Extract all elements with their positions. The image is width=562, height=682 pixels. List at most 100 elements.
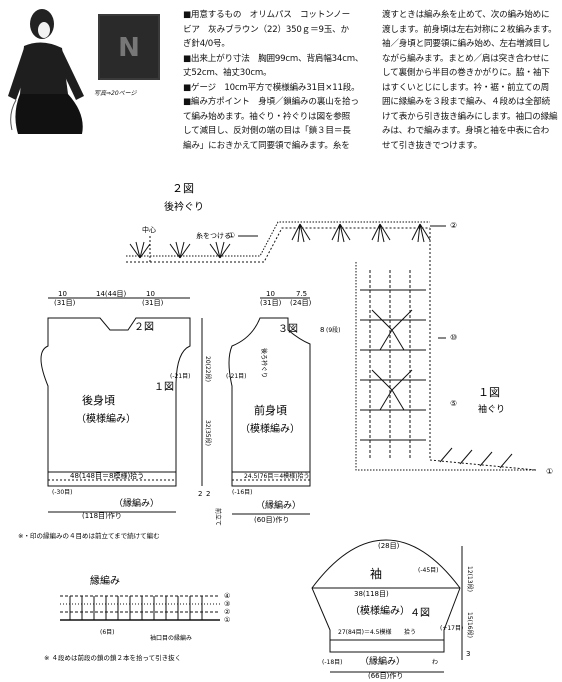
- front-width: 24.5(76目＝4模様)拾う: [244, 472, 310, 480]
- front-pattern: （模様編み）: [240, 422, 300, 435]
- photo-caption: 写真⇒20ページ: [94, 90, 137, 97]
- article-line: はすくいとじにします。衿・裾・前立ての周: [382, 82, 550, 93]
- front-side-label: 2: [206, 490, 210, 498]
- sleeve-right-mid: (+17目): [440, 625, 463, 632]
- article-line: ■用意するもの オリムパス コットンノー: [183, 10, 350, 20]
- back-dim-5: (31目): [142, 299, 164, 307]
- edging-row-1: ①: [224, 616, 230, 624]
- front-neck-depth: 8: [320, 326, 324, 334]
- article-line: ぎ針4/0号。: [183, 39, 230, 49]
- sleeve-wa: わ: [432, 659, 438, 666]
- armhole-row-5: ⑤: [450, 399, 457, 408]
- neck-center-label: 中心: [142, 225, 156, 234]
- back-note: ※・印の縁編みの４目めは前立てまで続けて編む: [18, 531, 160, 540]
- article-line: して減目し、反対側の端の目は「鎖３目＝長: [183, 126, 351, 136]
- article-line: 囲に縁編みを３段まで編み、４段めは全部続: [382, 97, 550, 107]
- front-bottom: (60目)作り: [254, 515, 289, 524]
- front-dim-2: (31目): [260, 299, 282, 307]
- back-dim-1: 10: [58, 290, 67, 298]
- sleeve-fig4: ４図: [410, 607, 430, 619]
- front-bottom-right: 前立て: [214, 508, 222, 526]
- back-dim-4: 10: [146, 290, 155, 298]
- armhole-row-10: ⑩: [450, 333, 457, 342]
- photo-logo-letter: N: [118, 33, 140, 63]
- sleeve-bottom: (66目)作り: [368, 671, 403, 680]
- article-line: 丈52cm、袖丈30cm。: [183, 68, 272, 78]
- sleeve-side-2: 15(16段): [466, 612, 474, 638]
- edging-right: 袖口目の縁編み: [150, 634, 192, 642]
- article-line: て編み始めます。袖ぐり・衿ぐりは図を参照: [183, 111, 351, 122]
- article-line: ながら編みます。まとめ／肩は突き合わせに: [382, 53, 550, 64]
- back-name: 後身頃: [82, 393, 115, 407]
- article-line: けて表から引き抜き編みにします。袖口の縁編: [382, 111, 558, 122]
- article-line: 編み」におきかえて同要領で編みます。糸を: [183, 140, 350, 151]
- edging-row-2: ②: [224, 608, 230, 616]
- sleeve-width: 38(118目): [354, 590, 389, 598]
- back-length: 32(35段): [204, 420, 212, 446]
- article-line: して裏側から半目の巻きかがりに。脇・袖下: [382, 68, 550, 78]
- front-dim-1: 10: [266, 290, 275, 298]
- armhole-chart-title: １図: [478, 386, 500, 399]
- article-line: 渡すときは編み糸を止めて、次の編み始めに: [382, 10, 550, 20]
- back-hem: （縁編み）: [114, 497, 159, 509]
- model-photo: N 写真⇒20ページ: [2, 4, 176, 136]
- front-fig3: ３図: [278, 323, 298, 335]
- article-line: ビア 灰みブラウン（22）350ｇ＝9玉、か: [183, 24, 349, 35]
- back-body-schematic: 10 (31目) 14(44目) 10 (31目) ２図 １図 (-21目) 後…: [40, 290, 212, 520]
- edging-row-3: ③: [224, 600, 230, 608]
- front-dim-3: 7.5: [296, 290, 307, 298]
- article-line: 袖／身頃と同要領に編み始め、左右増減目し: [382, 39, 550, 49]
- sleeve-hem-left: (-18目): [322, 659, 342, 666]
- article-line: ■出来上がり寸法 胸囲99cm、背肩幅34cm、: [183, 53, 364, 64]
- armhole-stitch-chart: １図 袖ぐり ⑩ ⑤ ①: [355, 228, 553, 476]
- sleeve-side-3: 3: [466, 650, 470, 658]
- back-width: 48(148目＝8模様)拾う: [70, 471, 144, 480]
- sleeve-schematic: (28目) 袖 (-45目) 38(118目) （模様編み） ４図 (+17目)…: [311, 539, 474, 680]
- edging-chart: 縁編み ④ ③ ② ① (6目) 袖口目の縁編み ※ ４段めは前段の鎖の鎖２本を…: [44, 574, 230, 662]
- neck-stitch-chart: ２図 後衿ぐり 中心 糸をつける ① ②: [126, 182, 457, 263]
- sleeve-inner: 27(84目)＝4.5模様: [338, 628, 392, 636]
- article-line: みは、わで編みます。身頃と袖を中表に合わ: [382, 126, 550, 136]
- edging-note: ※ ４段めは前段の鎖の鎖２本を拾って引き抜く: [44, 653, 181, 662]
- front-hem: （縁編み）: [256, 499, 301, 511]
- model-photo-illustration: N: [8, 9, 160, 134]
- back-dim-3: 14(44目): [96, 290, 127, 298]
- article-column-2: 渡すときは編み糸を止めて、次の編み始めに 渡します。前身頃は左右対称に２枚編みま…: [382, 8, 560, 153]
- back-pattern: （模様編み）: [76, 412, 136, 425]
- front-hem-left: (-16目): [232, 489, 252, 496]
- neck-row2-label: ②: [450, 221, 457, 230]
- article-column-1: ■用意するもの オリムパス コットンノー ビア 灰みブラウン（22）350ｇ＝9…: [183, 8, 379, 153]
- sleeve-pattern: （模様編み）: [350, 604, 410, 617]
- sleeve-top: (28目): [378, 542, 400, 550]
- back-fig2: ２図: [134, 321, 154, 333]
- back-side-cut: 2: [198, 490, 202, 498]
- back-height: 20(22段): [204, 356, 212, 382]
- edging-left: (6目): [100, 629, 115, 636]
- sleeve-inner2: 拾う: [404, 628, 416, 636]
- neck-chart-subtitle: 後衿ぐり: [164, 200, 204, 213]
- sleeve-name: 袖: [370, 566, 382, 581]
- article-line: ■編み方ポイント 身頃／鎖編みの裏山を拾っ: [183, 97, 359, 107]
- front-dim-4: (24目): [290, 299, 312, 307]
- back-bottom: (118目)作り: [82, 511, 122, 520]
- edging-title: 縁編み: [90, 574, 120, 587]
- front-body-schematic: 10 (31目) 7.5 (24目) ３図 後ろ衿ぐり 8 (9段) (-21目…: [206, 290, 341, 526]
- sleeve-side-1: 12(13段): [466, 566, 474, 592]
- armhole-chart-subtitle: 袖ぐり: [478, 403, 505, 415]
- edging-row-4: ④: [224, 592, 230, 600]
- back-dim-2: (31目): [54, 299, 76, 307]
- front-neck-label: 後ろ衿ぐり: [260, 348, 268, 378]
- front-side-left: (-21目): [226, 373, 246, 380]
- neck-row1-label: ①: [228, 231, 235, 240]
- front-neck-rows: (9段): [326, 326, 341, 334]
- armhole-row-1: ①: [546, 467, 553, 476]
- back-fig1: １図: [154, 381, 174, 393]
- article-line: 渡します。前身頃は左右対称に２枚編みます。: [382, 24, 557, 35]
- back-hem-left: (-30目): [52, 489, 72, 496]
- article-line: せて引き抜きでつけます。: [382, 140, 482, 151]
- front-name: 前身頃: [254, 403, 287, 417]
- neck-chart-title: ２図: [172, 182, 194, 195]
- article-line: ■ゲージ 10cm平方で模様編み31目×11段。: [183, 82, 360, 93]
- sleeve-right-top: (-45目): [418, 567, 438, 574]
